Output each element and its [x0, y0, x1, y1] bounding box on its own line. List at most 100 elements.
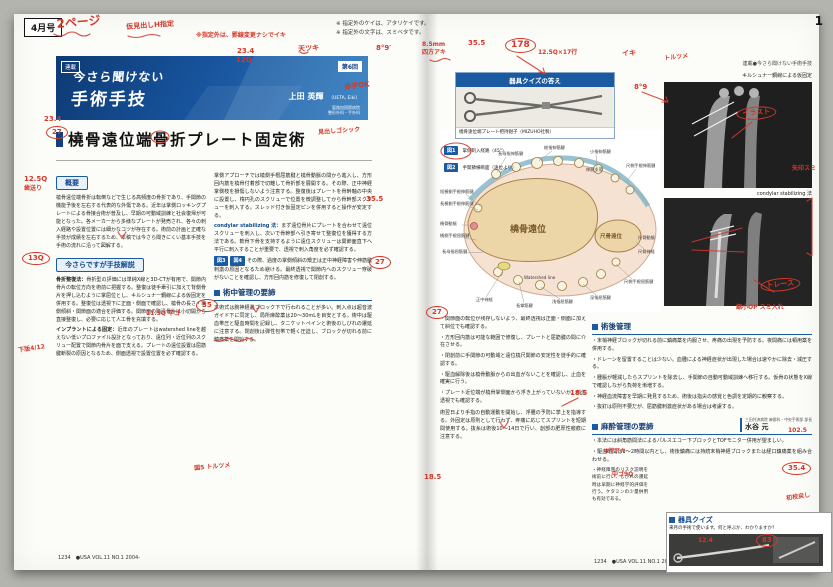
section-overview-title: 概要 — [56, 176, 88, 190]
right-page-column-2: 術後管理 ・末梢神経ブロックが切れる前に鎮痛薬を内服させ、疼痛の出現を予防する。… — [592, 316, 812, 562]
figure-1-tag: 図1 — [444, 146, 459, 155]
quiz-answer-title: 器具クイズの答え — [456, 73, 614, 87]
xray-image-1 — [664, 82, 812, 188]
annotation-mark: 長母指屈筋腱 — [442, 249, 468, 254]
author-romaji: （UETA, Eiki） — [328, 95, 360, 101]
annotation-mark: 短橈側手根伸筋腱 — [440, 189, 474, 194]
proof-note-1: ※ 指定外のケイは、アタリケイです。 — [336, 21, 430, 27]
list-item: ・神経血流障害を早期に発見するため、術後は指尖の感覚と色調を定期的に観察する。 — [592, 393, 788, 400]
subhead-reduction: 骨折整復法： — [56, 277, 87, 283]
section-technique-title: 今さらですが手技解説 — [56, 258, 144, 272]
running-head: 連載●今さら聞けない手術手技 — [742, 61, 812, 67]
condylar-paragraph: condylar stabilizing 法：まず遠位骨片にプレートを合わせて遠… — [214, 223, 372, 253]
list-item: ・関節面の転位が残存しないよう、最終透視は正面・側面に加えて斜位でも確認する。 — [440, 316, 586, 330]
episode-badge: 第6回 — [337, 61, 362, 72]
section-square-icon — [592, 423, 598, 430]
figure-3-tag: 図3 — [214, 256, 229, 266]
annotation-mark: 橈側手根屈筋腱 — [440, 233, 470, 238]
figure-2-marker: 図2 手関節横断面（遠位より） — [444, 163, 516, 172]
anesthesia-bullets: ・本法には斜角筋間法によるパルスエコー下ブロックとTOFモニター併用が望ましい。… — [592, 438, 812, 464]
anesthesia-author-box: 三田共済病院 麻酔科・中央手術部 部長 水谷 元 — [740, 417, 812, 433]
list-item: ・駆血解除後は橈骨動脈からの出血がないことを確認し、止血を確実に行う。 — [440, 371, 586, 386]
quiz-answer-caption: 橈骨遠位端プレート把持鉗子（MIZUHO社製） — [459, 130, 555, 135]
section-square-icon — [669, 517, 675, 523]
xray-caption-1: キルシュナー鋼線による仮固定 — [742, 73, 812, 79]
figure-1-marker: 図1 掌側刺入経路（45°） — [444, 146, 506, 155]
left-page-column-1: 概要 橈骨遠位端骨折は転倒などで生じる高頻度の骨折であり、手関節の機能予後を左右… — [56, 170, 206, 552]
subhead-implant: インプラントによる固定： — [56, 327, 118, 333]
section-intraop-title: 術中管理の要諦 — [214, 287, 372, 301]
anesthesia-author-name: 水谷 元 — [745, 422, 769, 431]
intraop-body: 本術式は腕神経叢ブロック下で行われることが多い。刺入点は超音波ガイド下に同定し、… — [214, 305, 372, 343]
radius-label: 橈骨遠位 — [510, 225, 547, 235]
annotation-mark: 浅指屈筋腱 — [552, 299, 573, 304]
annotation-mark: 正中神経 — [476, 297, 493, 302]
left-page-footer: 1234 ●USA VOL.11 NO.1 2004- — [58, 555, 140, 561]
author-block: 上田 英輝 （UETA, Eiki） 聖路加国際病院 整形外科・手外科 — [289, 84, 360, 115]
series-banner: 連載 第6回 今さら聞けない 手術手技 上田 英輝 （UETA, Eiki） 聖… — [56, 56, 368, 120]
checkpoint-bullets: ・関節面の転位が残存しないよう、最終透視は正面・側面に加えて斜位でも確認する。・… — [440, 316, 586, 406]
series-title: 今さら聞けない 手術手技 — [69, 70, 166, 110]
annotation-mark: 尺骨神経 — [638, 249, 655, 254]
list-item: ・ドレーンを留置することは少ない。血腫による神経症状が出現した場合は速やかに除去… — [592, 356, 812, 371]
article-title: 橈骨遠位端骨折プレート固定術 — [56, 128, 306, 150]
diagram-labels: 長母指伸筋腱総指伸筋腱小指伸筋腱尺側手根伸筋腱伸筋支帯短橈側手根伸筋腱長橈側手根… — [440, 130, 662, 312]
proof-note-2: ※ 指定外の文字は、スミベタです。 — [336, 30, 425, 36]
center-fold — [416, 14, 438, 570]
section-anesthesia-title: 麻酔管理の要諦 — [592, 421, 654, 432]
magazine-spread: 連載 第6回 今さら聞けない 手術手技 上田 英輝 （UETA, Eiki） 聖… — [14, 14, 832, 574]
list-item: ・プレート近位端が橈骨掌側面から浮き上がっていないか、斜位透視でも確認する。 — [440, 390, 586, 404]
annotation-mark: 小指伸筋腱 — [590, 149, 611, 154]
wrist-cross-section-diagram: 橈骨遠位 尺骨遠位 長母指伸筋腱総指伸筋腱小指伸筋腱尺側手根伸筋腱伸筋支帯短橈側… — [440, 130, 662, 312]
approach-paragraph: 掌側アプローチでは橈側手根屈筋腱と橈骨動脈の間から進入し、方形回内筋を橈骨付着部… — [214, 173, 372, 219]
list-item: ・末梢神経ブロックが切れる前に鎮痛薬を内服させ、疼痛の出現を予防する。夜間痛には… — [592, 338, 812, 352]
annotation-mark: 深指屈筋腱 — [590, 295, 611, 300]
annotation-mark: 長橈側手根伸筋腱 — [440, 201, 474, 206]
quiz-answer-box: 器具クイズの答え 橈骨遠位端プレート把持鉗子（MIZUHO社製） — [455, 72, 615, 140]
section-square-icon — [592, 323, 598, 330]
annotation-mark: 長掌筋腱 — [516, 303, 533, 308]
section-square-icon — [214, 289, 220, 296]
quiz-instrument-photo — [669, 534, 823, 567]
annotation-mark: 尺側手根伸筋腱 — [626, 163, 656, 168]
list-item: ・方形回内筋は可能な範囲で修復し、プレートと屈筋腱の間に介在させる。 — [440, 334, 586, 349]
list-item: ・本法には斜角筋間法によるパルスエコー下ブロックとTOFモニター併用が望ましい。 — [592, 438, 787, 445]
xray-caption-2: condylar stabilizing 法 — [756, 191, 812, 197]
postop-bullets: ・末梢神経ブロックが切れる前に鎮痛薬を内服させ、疼痛の出現を予防する。夜間痛には… — [592, 338, 812, 412]
left-page-column-2: 掌側アプローチでは橈側手根屈筋腱と橈骨動脈の間から進入し、方形回内筋を橈骨付着部… — [214, 170, 372, 552]
author-affiliation-1: 聖路加国際病院 — [332, 104, 360, 110]
subhead-condylar: condylar stabilizing 法： — [214, 223, 282, 229]
section-anesthesia-header: 麻酔管理の要諦 三田共済病院 麻酔科・中央手術部 部長 水谷 元 — [592, 417, 812, 436]
annotation-mark: Watershed line — [524, 275, 556, 280]
ulna-label: 尺骨遠位 — [600, 234, 623, 240]
technique-body-2: インプラントによる固定：近年のプレートはwatershed lineを越えない低… — [56, 327, 206, 357]
overview-body: 橈骨遠位端骨折は転倒などで生じる高頻度の骨折であり、手関節の機能予後を左右する代… — [56, 195, 206, 249]
rehab-paragraph: 術翌日より手指の自動運動を開始し、浮腫の予防に挙上を指導する。外固定は原則として… — [440, 409, 586, 440]
author-name: 上田 英輝 — [288, 91, 324, 101]
anesthesia-author-affiliation: 三田共済病院 麻酔科・中央手術部 部長 — [745, 417, 812, 422]
annotation-mark: 橈骨動脈 — [440, 221, 457, 226]
xray-image-2 — [664, 198, 812, 306]
quiz-box: 器具クイズ 来月の手術で使います。何と呼ぶか、わかりますか？ — [666, 512, 832, 574]
quiz-question: 来月の手術で使います。何と呼ぶか、わかりますか？ — [669, 526, 777, 531]
section-postop-title: 術後管理 — [592, 321, 812, 335]
title-square-icon — [56, 131, 63, 147]
list-item: ・閉創前に手関節の可動域と遠位橈尺関節の安定性を徒手的に確認する。 — [440, 353, 586, 367]
page-number: 1 — [814, 14, 823, 28]
list-item: ・抜釘は原則不要だが、屈筋腱刺激症状がある場合は考慮する。 — [592, 404, 737, 411]
instrument-photo — [456, 87, 614, 128]
list-item: ・駆血時間は1〜2時間以内とし、術後鎮痛には持続末梢神経ブロックまたは経口鎮痛薬… — [592, 448, 812, 463]
issue-label: 4月号 — [24, 18, 63, 37]
right-page-footer: 1234 ●USA VOL.11 NO.1 2004- — [594, 559, 676, 565]
forceps-illustration — [456, 87, 612, 127]
annotation-mark: 総指伸筋腱 — [544, 145, 565, 150]
anesthesia-narrow-text: ・神経障害のリスク説明を術前に行い、しびれの遷延時は早期に神経学的評価を行う。ケ… — [592, 468, 648, 503]
figure-2-tag: 図2 — [444, 163, 459, 172]
title-rule — [56, 160, 372, 161]
annotation-mark: 伸筋支帯 — [586, 167, 603, 172]
figure-4-tag: 図4 — [230, 256, 245, 266]
author-affiliation-2: 整形外科・手外科 — [328, 109, 360, 115]
right-page-column-1: ・関節面の転位が残存しないよう、最終透視は正面・側面に加えて斜位でも確認する。・… — [440, 316, 586, 560]
